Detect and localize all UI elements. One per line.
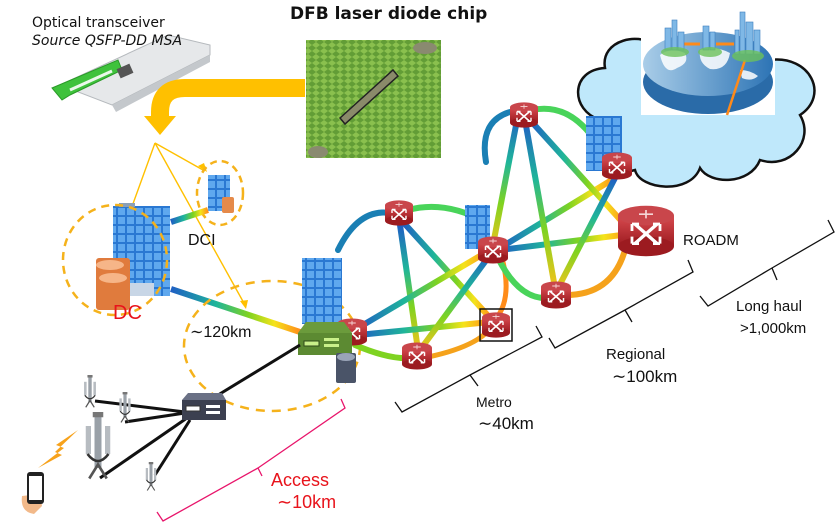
wireless-signal-icon: [38, 430, 78, 468]
router-icon: [478, 236, 508, 264]
dci-label: DCI: [188, 232, 216, 249]
transceiver-caption: Optical transceiver Source QSFP-DD MSA: [32, 14, 182, 50]
dci-building: [208, 175, 234, 213]
dci-link: [170, 207, 209, 225]
transceiver-source: Source QSFP-DD MSA: [32, 33, 183, 49]
cell-tower-icon: [83, 375, 97, 409]
roadm-icon: [618, 205, 674, 257]
aggregation-switch: [298, 322, 352, 355]
regional-caption: Regional ∼100km: [606, 344, 677, 388]
router-icon: [482, 311, 510, 339]
router-icon: [385, 200, 413, 226]
long-haul-caption: Long haul >1,000km: [736, 296, 806, 340]
smartphone-icon: [21, 472, 44, 514]
dc-label: DC: [113, 302, 142, 324]
access-caption: Access ∼10km: [271, 469, 336, 513]
cell-tower-icon: [118, 392, 132, 424]
long-haul-label: Long haul: [736, 298, 802, 315]
regional-label: Regional: [606, 346, 666, 363]
router-icon: [602, 152, 632, 180]
dc-to-metro-link: [170, 286, 301, 335]
dfb-chip-image: [306, 40, 441, 158]
metro-caption: Metro ∼40km: [476, 391, 534, 435]
cell-tower-icon: [145, 462, 157, 492]
longhaul-bracket: [699, 219, 835, 307]
access-distance: ∼10km: [277, 492, 337, 512]
server-icon: [336, 353, 356, 383]
metro-building: [302, 258, 342, 324]
transceiver-label: Optical transceiver: [32, 15, 165, 31]
metro-label: Metro: [476, 394, 512, 410]
regional-distance: ∼100km: [612, 367, 678, 386]
roadm-label: ROADM: [683, 232, 739, 249]
router-icon: [541, 281, 571, 309]
access-label: Access: [271, 470, 330, 490]
long-haul-distance: >1,000km: [740, 320, 807, 337]
metro-distance: ∼40km: [478, 414, 534, 433]
router-icon: [510, 102, 538, 128]
access-switch: [182, 393, 226, 420]
router-icon: [402, 342, 432, 370]
dc-building: [96, 203, 170, 310]
access-bracket: [156, 398, 346, 522]
metro-bracket: [394, 325, 543, 413]
cell-tower-icon: [84, 412, 112, 480]
regional-bracket: [548, 259, 694, 349]
diagram-title: DFB laser diode chip: [290, 4, 488, 24]
laser-flow-arrow: [151, 79, 305, 118]
global-network-globe: [641, 0, 775, 116]
qsfp-transceiver-image: [51, 34, 211, 112]
distribution-arrows: [129, 142, 246, 306]
dci-distance-label: ∼120km: [190, 324, 252, 341]
